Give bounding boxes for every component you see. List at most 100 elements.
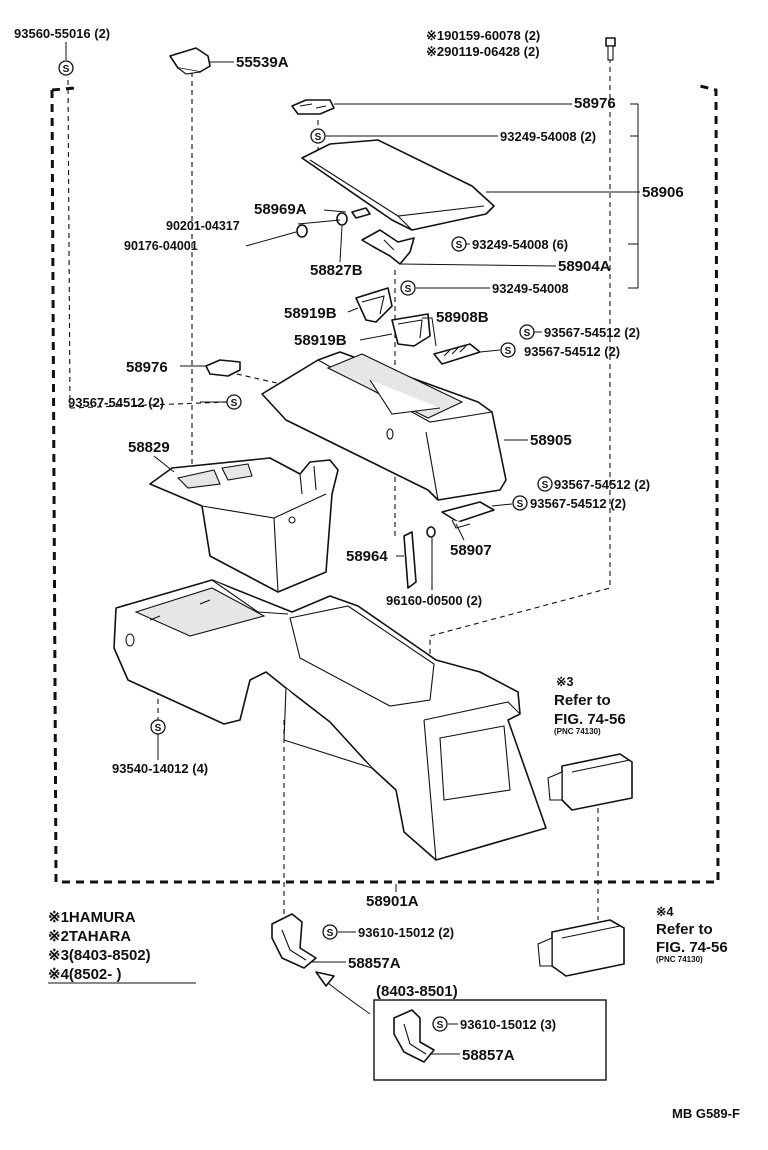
screw-icon: S xyxy=(58,60,74,76)
svg-text:S: S xyxy=(505,346,512,357)
screw-icon: S xyxy=(400,280,416,296)
screw-icon: S xyxy=(432,1016,448,1032)
label-93540-14012: 93540-14012 (4) xyxy=(112,761,208,776)
label-58919b-a: 58919B xyxy=(284,305,337,322)
svg-text:S: S xyxy=(63,64,70,75)
svg-text:Refer to: Refer to xyxy=(554,692,611,709)
label-290119-06428: ※290119-06428 (2) xyxy=(426,44,540,59)
part-58907 xyxy=(441,501,495,529)
label-58905: 58905 xyxy=(530,432,572,449)
part-58976-mid xyxy=(205,359,241,377)
label-96160-00500: 96160-00500 (2) xyxy=(386,593,482,608)
label-58857a-b: 58857A xyxy=(462,1047,515,1064)
label-93567-54512-e: 93567-54512 (2) xyxy=(530,496,626,511)
screw-icon: S xyxy=(519,324,535,340)
label-58904a: 58904A xyxy=(558,258,611,275)
svg-text:S: S xyxy=(517,499,524,510)
screw-icon: S xyxy=(500,342,516,358)
screw-icon: S xyxy=(226,394,242,410)
svg-text:S: S xyxy=(327,928,334,939)
part-74130-ref4 xyxy=(537,919,625,977)
svg-text:S: S xyxy=(524,328,531,339)
inset-box xyxy=(373,999,607,1081)
label-58901a: 58901A xyxy=(366,893,419,910)
label-93610-15012-b: 93610-15012 (3) xyxy=(460,1017,556,1032)
part-58906-lid xyxy=(301,139,495,231)
svg-text:※3: ※3 xyxy=(556,675,573,689)
svg-text:S: S xyxy=(231,398,238,409)
part-90176-ring xyxy=(296,224,308,238)
label-93249-54008-c: 93249-54008 xyxy=(492,281,569,296)
label-93567-54512-d: 93567-54512 (2) xyxy=(554,477,650,492)
part-58969a xyxy=(351,207,371,219)
label-58857a-a: 58857A xyxy=(348,955,401,972)
label-58907: 58907 xyxy=(450,542,492,559)
label-90201-04317: 90201-04317 xyxy=(166,219,240,233)
label-58906: 58906 xyxy=(642,184,684,201)
arrow-curved xyxy=(315,971,371,1015)
label-93567-54512-a: 93567-54512 (2) xyxy=(544,325,640,340)
label-93610-15012-a: 93610-15012 (2) xyxy=(358,925,454,940)
svg-text:S: S xyxy=(456,240,463,251)
part-bolt-top xyxy=(605,37,616,61)
assembly-frame xyxy=(50,84,720,884)
part-58908b xyxy=(433,343,481,365)
part-58857a-inset xyxy=(393,1009,435,1063)
part-74130-ref3 xyxy=(547,753,633,811)
screw-icon: S xyxy=(512,495,528,511)
label-190159-60078: ※190159-60078 (2) xyxy=(426,28,540,43)
part-58857a-upper xyxy=(271,913,317,969)
svg-text:S: S xyxy=(405,284,412,295)
svg-text:FIG. 74-56: FIG. 74-56 xyxy=(554,711,626,728)
label-93567-54512-b: 93567-54512 (2) xyxy=(524,344,620,359)
part-58904a-hinge xyxy=(361,229,415,265)
part-58901a-console-main xyxy=(113,579,547,861)
label-58829: 58829 xyxy=(128,439,170,456)
part-90201-spring xyxy=(336,212,348,226)
part-58976-top xyxy=(291,99,335,115)
part-96160-clip xyxy=(426,526,436,538)
svg-text:(PNC 74130): (PNC 74130) xyxy=(554,727,601,736)
screw-icon: S xyxy=(310,128,326,144)
part-55539a xyxy=(169,47,211,75)
svg-text:S: S xyxy=(437,1020,444,1031)
screw-icon: S xyxy=(537,476,553,492)
screw-icon: S xyxy=(451,236,467,252)
label-58976-mid: 58976 xyxy=(126,359,168,376)
callout-labels: 93560-55016 (2) 55539A ※190159-60078 (2)… xyxy=(14,26,684,1064)
part-58905-console-upper xyxy=(261,351,507,501)
inset-range: (8403-8501) xyxy=(376,983,458,1000)
label-93560-55016: 93560-55016 (2) xyxy=(14,26,110,41)
screw-icon: S xyxy=(150,719,166,735)
svg-text:S: S xyxy=(155,723,162,734)
svg-text:S: S xyxy=(542,480,549,491)
label-58919b-b: 58919B xyxy=(294,332,347,349)
legend-range-3: ※3(8403-8502) xyxy=(48,947,151,964)
label-93249-54008-b: 93249-54008 (6) xyxy=(472,237,568,252)
label-58964: 58964 xyxy=(346,548,388,565)
label-58969a: 58969A xyxy=(254,201,307,218)
legend-tahara: ※2TAHARA xyxy=(48,928,131,945)
part-58919b-upper xyxy=(355,287,393,323)
part-58919b-lower xyxy=(391,313,431,347)
legend: ※1HAMURA ※2TAHARA ※3(8403-8502) ※4(8502-… xyxy=(48,909,196,984)
figure-code: MB G589-F xyxy=(672,1106,740,1121)
label-58827b: 58827B xyxy=(310,262,363,279)
ref-note-3: ※3 Refer to FIG. 74-56 (PNC 74130) xyxy=(554,675,626,736)
label-90176-04001: 90176-04001 xyxy=(124,239,198,253)
label-93249-54008-a: 93249-54008 (2) xyxy=(500,129,596,144)
screw-icon: S xyxy=(322,924,338,940)
part-58829-bin xyxy=(149,457,339,593)
ref-note-4: ※4 Refer to FIG. 74-56 (PNC 74130) xyxy=(656,905,728,964)
legend-range-4: ※4(8502- ) xyxy=(48,966,121,983)
svg-text:Refer to: Refer to xyxy=(656,921,713,938)
label-93567-54512-c: 93567-54512 (2) xyxy=(68,395,164,410)
part-58964-rod xyxy=(403,531,417,589)
label-55539a: 55539A xyxy=(236,54,289,71)
legend-hamura: ※1HAMURA xyxy=(48,909,136,926)
svg-text:S: S xyxy=(315,132,322,143)
label-58976-top: 58976 xyxy=(574,95,616,112)
leader-lines xyxy=(65,42,640,1055)
svg-text:(PNC 74130): (PNC 74130) xyxy=(656,955,703,964)
